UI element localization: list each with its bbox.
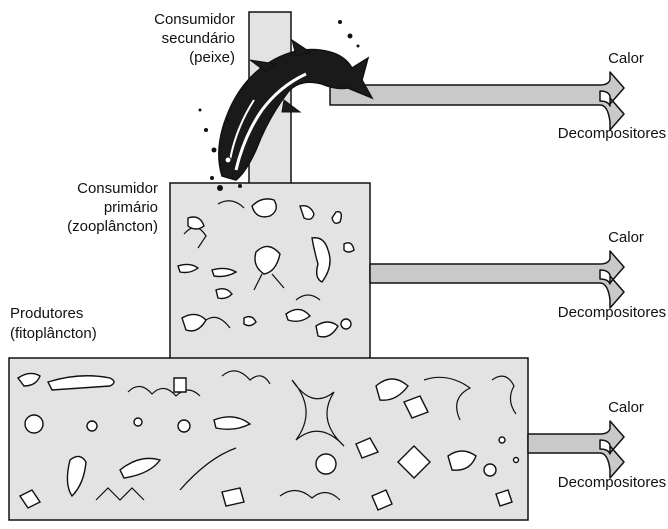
- producers-label: Produtores (fitoplâncton): [10, 305, 97, 342]
- secondary-output-arrow: [330, 72, 624, 130]
- producers-output-arrow: [528, 421, 624, 478]
- producers-label-line1: Produtores: [10, 305, 83, 322]
- fish-body: [219, 50, 372, 180]
- primary-label-line1: Consumidor: [77, 180, 158, 197]
- producers-decomposers-label: Decompositores: [558, 474, 666, 491]
- secondary-heat-label: Calor: [608, 50, 644, 67]
- secondary-label-line1: Consumidor: [154, 11, 235, 28]
- primary-decomposers-label: Decompositores: [558, 304, 666, 321]
- primary-label-line2: primário: [104, 199, 158, 216]
- secondary-consumer-label: Consumidor secundário (peixe): [154, 11, 235, 66]
- producers-heat-label: Calor: [608, 399, 644, 416]
- fish-eye: [225, 157, 231, 163]
- primary-output-arrow: [370, 251, 624, 308]
- primary-heat-label: Calor: [608, 229, 644, 246]
- primary-label-line3: (zooplâncton): [67, 218, 158, 235]
- secondary-label-line2: secundário: [162, 30, 235, 47]
- producers-label-line2: (fitoplâncton): [10, 325, 97, 342]
- primary-consumer-label: Consumidor primário (zooplâncton): [67, 180, 158, 235]
- secondary-decomposers-label: Decompositores: [558, 125, 666, 142]
- secondary-label-line3: (peixe): [189, 49, 235, 66]
